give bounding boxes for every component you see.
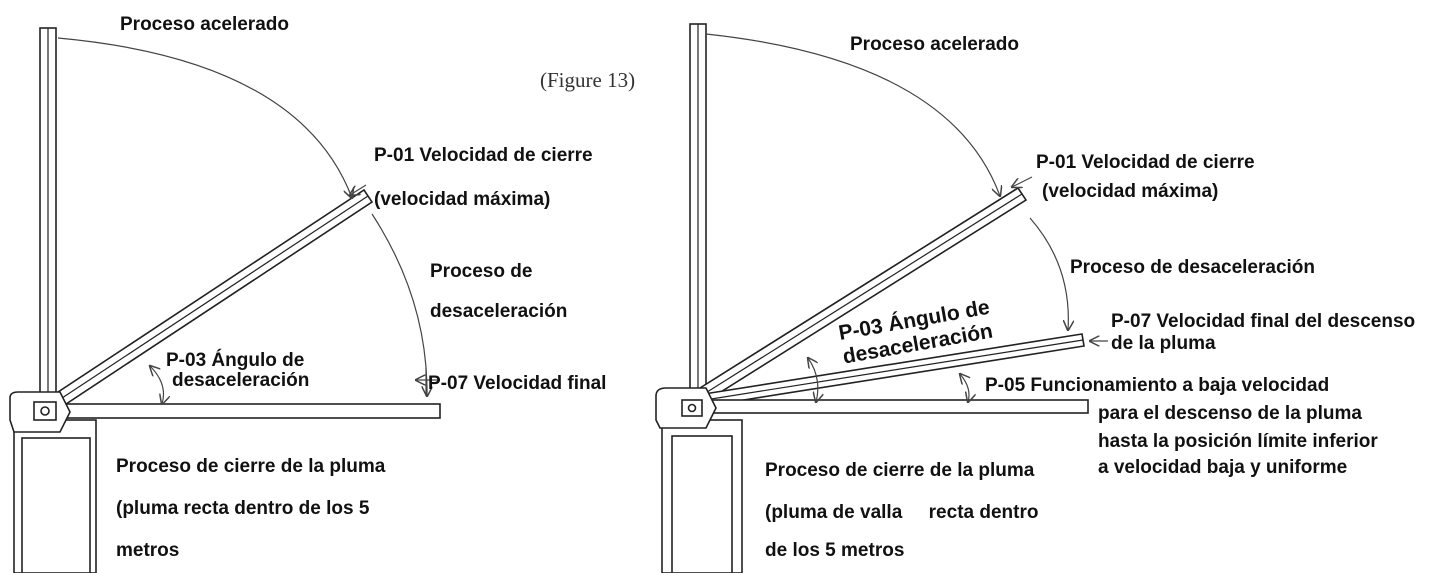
left-p01-pointer — [350, 184, 367, 195]
left-label-decel-line2: desaceleración — [430, 301, 567, 322]
right-label-p07-line2: de la pluma — [1111, 333, 1216, 354]
figure-caption: (Figure 13) — [540, 68, 635, 92]
right-label-p01-line2: (velocidad máxima) — [1042, 181, 1218, 202]
left-label-p03-line1: P-03 Ángulo de — [166, 349, 304, 371]
right-cabinet-door — [671, 435, 733, 573]
right-label-p07-line1: P-07 Velocidad final del descenso — [1111, 311, 1415, 332]
right-p05-angle-arc — [960, 374, 969, 402]
left-pivot — [40, 406, 50, 416]
left-accel-arc — [57, 37, 352, 198]
right-p03-angle-arc — [808, 358, 818, 402]
right-label-p05-line1: P-05 Funcionamiento a baja velocidad — [985, 375, 1329, 396]
right-diagram: Proceso acelerado P-01 Velocidad de cier… — [655, 23, 1415, 573]
left-label-accelerated: Proceso acelerado — [120, 14, 289, 35]
right-label-p05-line2: para el descenso de la pluma — [1098, 403, 1362, 424]
right-pivot — [687, 403, 697, 413]
right-label-closing-line2: (pluma de valla recta dentro — [765, 502, 1038, 523]
right-decel-arc — [1029, 217, 1068, 330]
left-boom-horizontal — [59, 403, 441, 419]
right-p01-pointer — [1012, 176, 1033, 187]
left-label-p01-line2: (velocidad máxima) — [374, 189, 550, 210]
left-label-closing-line1: Proceso de cierre de la pluma — [116, 456, 386, 477]
left-diagram: Proceso acelerado P-01 Velocidad de cier… — [9, 14, 606, 573]
right-boom-horizontal — [705, 399, 1089, 414]
left-angle-arc — [150, 366, 164, 404]
left-label-p03-line2: desaceleración — [172, 370, 309, 391]
left-label-closing-line3: metros — [116, 540, 179, 561]
right-accel-arc — [705, 33, 1000, 196]
right-label-closing-line3: de los 5 metros — [765, 540, 904, 561]
left-label-p01-line1: P-01 Velocidad de cierre — [374, 145, 593, 166]
left-decel-arc — [371, 213, 427, 396]
left-label-decel-line1: Proceso de — [430, 261, 532, 282]
right-label-decel: Proceso de desaceleración — [1070, 257, 1315, 278]
right-label-accelerated: Proceso acelerado — [850, 34, 1019, 55]
right-label-p05-line4: a velocidad baja y uniforme — [1098, 457, 1347, 478]
right-label-p01-line1: P-01 Velocidad de cierre — [1036, 152, 1255, 173]
left-label-p07: P-07 Velocidad final — [428, 373, 606, 394]
right-label-p05-line3: hasta la posición límite inferior — [1098, 431, 1378, 452]
right-label-closing-line1: Proceso de cierre de la pluma — [765, 460, 1035, 481]
left-label-closing-line2: (pluma recta dentro de los 5 — [116, 498, 370, 519]
left-cabinet-door — [21, 437, 91, 573]
